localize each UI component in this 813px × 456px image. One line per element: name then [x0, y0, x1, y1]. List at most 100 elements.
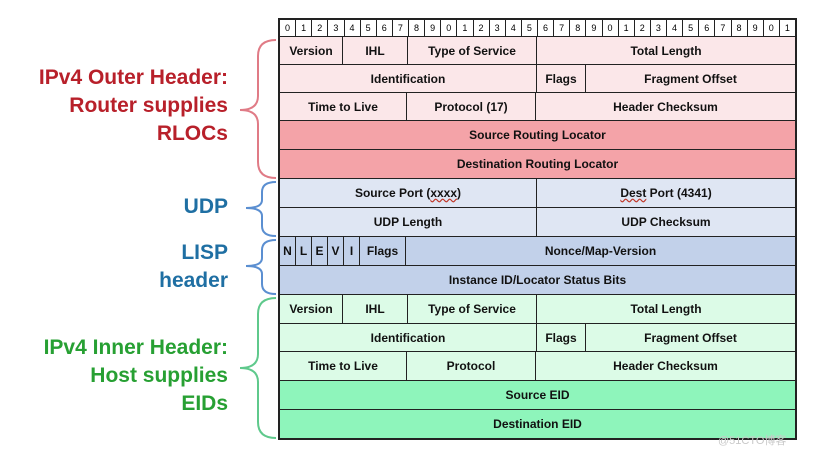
- outer-version: Version: [280, 37, 343, 64]
- udp-source-port-value: xxxx: [430, 186, 458, 200]
- lisp-nonce: Nonce/Map-Version: [406, 237, 795, 265]
- udp-source-port-prefix: Source Port (: [354, 186, 431, 200]
- outer-label-line-2: Router supplies: [69, 94, 228, 117]
- lisp-header-label: LISP header: [10, 239, 228, 295]
- lisp-flags: Flags: [360, 237, 406, 265]
- inner-row-1: Version IHL Type of Service Total Length: [280, 295, 795, 324]
- bit-number: 9: [586, 20, 603, 36]
- bit-number: 2: [312, 20, 329, 36]
- bit-number: 1: [619, 20, 635, 36]
- bit-number: 7: [715, 20, 732, 36]
- inner-row-2: Identification Flags Fragment Offset: [280, 324, 795, 352]
- bit-number: 6: [538, 20, 555, 36]
- udp-source-port-suffix: ): [457, 186, 462, 200]
- udp-label: UDP: [10, 193, 228, 221]
- watermark: @51CTO博客: [718, 435, 787, 447]
- lisp-bit-l: L: [296, 237, 312, 265]
- bit-number: 4: [667, 20, 684, 36]
- outer-ttl: Time to Live: [280, 93, 407, 120]
- bit-number: 8: [570, 20, 587, 36]
- bit-number: 4: [506, 20, 522, 36]
- udp-row-1: Source Port (xxxx) Dest Port (4341): [280, 179, 795, 208]
- bit-number: 6: [699, 20, 716, 36]
- bit-number: 9: [425, 20, 442, 36]
- bit-number: 3: [651, 20, 667, 36]
- inner-row-4: Source EID: [280, 381, 795, 410]
- bit-number: 8: [409, 20, 426, 36]
- bit-number: 5: [522, 20, 538, 36]
- lisp-row-1: N L E V I Flags Nonce/Map-Version: [280, 237, 795, 266]
- udp-row-2: UDP Length UDP Checksum: [280, 208, 795, 237]
- bit-number: 3: [490, 20, 506, 36]
- inner-identification: Identification: [280, 324, 537, 351]
- udp-brace: [245, 181, 277, 237]
- lisp-bit-n: N: [280, 237, 296, 265]
- bit-number: 0: [764, 20, 780, 36]
- udp-label-line-1: UDP: [183, 195, 228, 218]
- outer-total-length: Total Length: [537, 37, 795, 64]
- outer-brace: [239, 39, 277, 179]
- lisp-row-2: Instance ID/Locator Status Bits: [280, 266, 795, 295]
- bit-number: 5: [361, 20, 377, 36]
- inner-destination-eid: Destination EID: [280, 410, 795, 438]
- outer-ihl: IHL: [343, 37, 408, 64]
- udp-dest-port-prefix: Dest: [620, 186, 647, 200]
- outer-row-4: Source Routing Locator: [280, 121, 795, 150]
- inner-checksum: Header Checksum: [536, 352, 795, 380]
- lisp-bit-e: E: [312, 237, 328, 265]
- inner-protocol: Protocol: [407, 352, 536, 380]
- outer-checksum: Header Checksum: [536, 93, 795, 120]
- inner-label-line-3: EIDs: [181, 392, 228, 415]
- bit-number: 0: [603, 20, 619, 36]
- bit-number: 3: [328, 20, 345, 36]
- udp-dest-port-suffix: Port (4341): [646, 186, 712, 200]
- outer-row-2: Identification Flags Fragment Offset: [280, 65, 795, 93]
- outer-protocol: Protocol (17): [407, 93, 536, 120]
- udp-dest-port: Dest Port (4341): [537, 179, 795, 207]
- inner-ihl: IHL: [343, 295, 408, 323]
- outer-row-1: Version IHL Type of Service Total Length: [280, 37, 795, 65]
- udp-length: UDP Length: [280, 208, 537, 236]
- inner-ttl: Time to Live: [280, 352, 407, 380]
- bit-number: 0: [280, 20, 297, 36]
- inner-label-line-1: IPv4 Inner Header:: [43, 336, 228, 359]
- bit-number: 2: [635, 20, 651, 36]
- inner-total-length: Total Length: [537, 295, 795, 323]
- bit-number: 2: [474, 20, 490, 36]
- outer-row-5: Destination Routing Locator: [280, 150, 795, 179]
- outer-row-3: Time to Live Protocol (17) Header Checks…: [280, 93, 795, 121]
- inner-version: Version: [280, 295, 343, 323]
- outer-destination-rloc: Destination Routing Locator: [280, 150, 795, 178]
- bit-number: 6: [377, 20, 393, 36]
- inner-brace: [239, 297, 277, 439]
- inner-flags: Flags: [537, 324, 586, 351]
- lisp-brace: [245, 239, 277, 295]
- inner-fragment-offset: Fragment Offset: [586, 324, 795, 351]
- inner-tos: Type of Service: [408, 295, 537, 323]
- udp-checksum: UDP Checksum: [537, 208, 795, 236]
- bit-number: 7: [554, 20, 571, 36]
- bit-number: 9: [748, 20, 764, 36]
- outer-tos: Type of Service: [408, 37, 537, 64]
- outer-fragment-offset: Fragment Offset: [586, 65, 795, 92]
- udp-source-port: Source Port (xxxx): [280, 179, 537, 207]
- lisp-instance-id: Instance ID/Locator Status Bits: [280, 266, 795, 294]
- bit-number: 4: [345, 20, 361, 36]
- outer-label-line-1: IPv4 Outer Header:: [38, 66, 228, 89]
- bit-number: 8: [732, 20, 748, 36]
- bit-number: 7: [393, 20, 409, 36]
- inner-header-label: IPv4 Inner Header: Host supplies EIDs: [10, 334, 228, 418]
- bit-number: 5: [683, 20, 700, 36]
- bit-number: 0: [441, 20, 458, 36]
- bit-number: 1: [296, 20, 313, 36]
- bit-number: 1: [457, 20, 474, 36]
- outer-identification: Identification: [280, 65, 537, 92]
- lisp-bit-v: V: [328, 237, 344, 265]
- lisp-bit-i: I: [344, 237, 360, 265]
- outer-source-rloc: Source Routing Locator: [280, 121, 795, 149]
- lisp-label-line-2: header: [159, 269, 228, 292]
- outer-header-label: IPv4 Outer Header: Router supplies RLOCs: [10, 64, 228, 148]
- lisp-label-line-1: LISP: [181, 241, 228, 264]
